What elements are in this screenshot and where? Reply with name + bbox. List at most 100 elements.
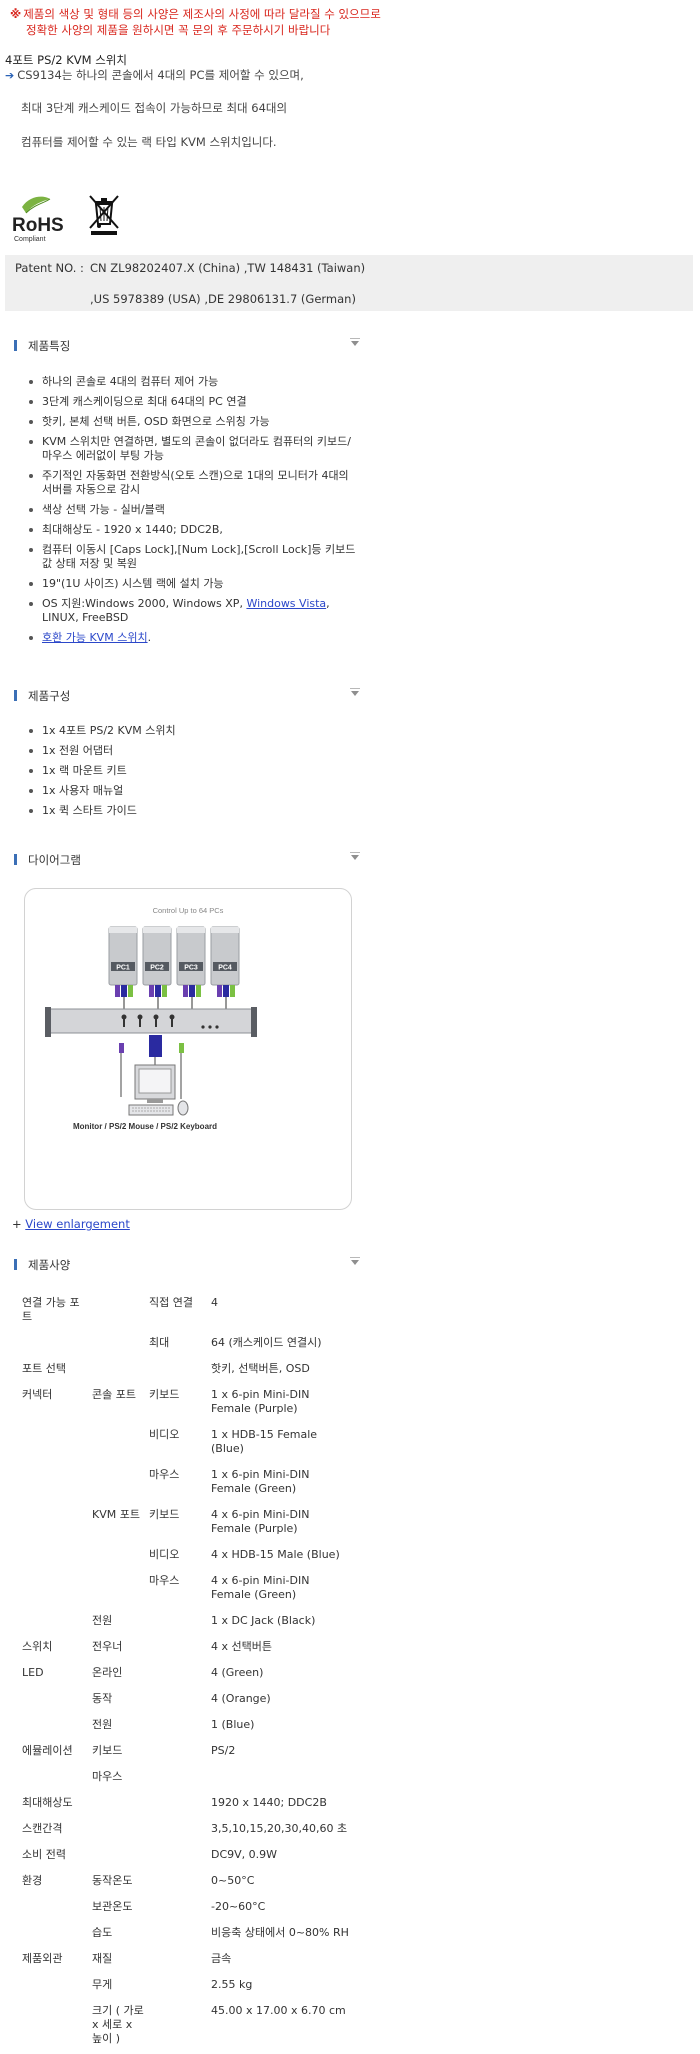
spec-category: 환경 <box>22 1874 43 1887</box>
spec-subcategory: KVM 포트 <box>92 1508 140 1521</box>
patent-line-1: CN ZL98202407.X (China) ,TW 148431 (Taiw… <box>90 261 366 275</box>
spec-item: 직접 연결 <box>149 1296 193 1309</box>
spec-subcategory: 온라인 <box>92 1666 123 1679</box>
features-list: 하나의 콘솔로 4대의 컴퓨터 제어 가능 3단계 캐스케이딩으로 최대 64대… <box>28 375 358 651</box>
spec-category: 제품외관 <box>22 1952 63 1965</box>
collapse-arrow-icon[interactable] <box>350 852 360 860</box>
spec-category <box>20 1611 90 1637</box>
spec-category <box>20 1333 90 1359</box>
view-enlargement-link[interactable]: View enlargement <box>25 1217 130 1231</box>
package-item: 1x 전원 어댑터 <box>28 744 358 758</box>
section-diagram-header[interactable]: 다이어그램 <box>14 852 360 868</box>
rohs-logo: RoHS Compliant <box>12 193 72 243</box>
spec-item <box>147 2001 209 2054</box>
spec-category <box>20 1897 90 1923</box>
collapse-arrow-icon[interactable] <box>350 688 360 696</box>
product-intro: ➔CS9134는 하나의 콘솔에서 4대의 PC를 제어할 수 있으며, 최대 … <box>5 67 304 149</box>
compatible-kvm-link[interactable]: 호환 가능 KVM 스위치 <box>42 631 148 644</box>
spec-item <box>147 1871 209 1897</box>
spec-value: 0~50°C <box>211 1874 255 1887</box>
spec-row: 환경 동작온도 0~50°C <box>20 1871 352 1897</box>
feature-item: 하나의 콘솔로 4대의 컴퓨터 제어 가능 <box>28 375 358 389</box>
feature-compat-suffix: . <box>147 631 152 644</box>
feature-item-os: OS 지원:Windows 2000, Windows XP, Windows … <box>28 597 358 625</box>
spec-value: 4 x 6-pin Mini-DIN Female (Green) <box>211 1574 310 1601</box>
windows-vista-link[interactable]: Windows Vista <box>246 597 327 610</box>
intro-line-1: ➔CS9134는 하나의 콘솔에서 4대의 PC를 제어할 수 있으며, <box>5 67 304 84</box>
spec-item: 비디오 <box>149 1428 180 1441</box>
feature-item: 색상 선택 가능 - 실버/블랙 <box>28 503 358 517</box>
patent-line-2: ,US 5978389 (USA) ,DE 29806131.7 (German… <box>90 292 356 306</box>
collapse-arrow-icon[interactable] <box>350 1257 360 1265</box>
spec-value: 4 (Green) <box>211 1666 264 1679</box>
spec-category: 연결 가능 포트 <box>22 1296 80 1323</box>
collapse-arrow-icon[interactable] <box>350 338 360 346</box>
spec-item: 비디오 <box>149 1548 180 1561</box>
section-specs-header[interactable]: 제품사양 <box>14 1257 360 1273</box>
feature-item: 3단계 캐스케이딩으로 최대 64대의 PC 연결 <box>28 395 358 409</box>
arrow-bullet-icon: ➔ <box>5 69 15 82</box>
section-contents-header[interactable]: 제품구성 <box>14 688 360 704</box>
diagram-top-caption: Control Up to 64 PCs <box>153 906 224 915</box>
spec-category: LED <box>22 1666 44 1679</box>
spec-item <box>147 1741 209 1767</box>
spec-item <box>147 1359 209 1385</box>
feature-os-suffix: , LINUX, FreeBSD <box>42 597 330 624</box>
section-diagram-title: 다이어그램 <box>28 853 81 867</box>
spec-value: 4 <box>211 1296 218 1309</box>
spec-subcategory <box>90 1571 147 1611</box>
section-features-title: 제품특징 <box>28 339 71 353</box>
spec-subcategory <box>90 1333 147 1359</box>
spec-row: 크기 ( 가로 x 세로 x 높이 )45.00 x 17.00 x 6.70 … <box>20 2001 352 2054</box>
spec-subcategory <box>90 1465 147 1505</box>
spec-subcategory <box>90 1793 147 1819</box>
spec-subcategory <box>90 1845 147 1871</box>
monitor-icon <box>134 1064 176 1103</box>
view-enlargement: + View enlargement <box>12 1217 130 1231</box>
package-item: 1x 사용자 매뉴얼 <box>28 784 358 798</box>
spec-item: 키보드 <box>149 1508 180 1521</box>
product-title: 4포트 PS/2 KVM 스위치 <box>5 53 127 67</box>
spec-item <box>147 1845 209 1871</box>
pc-tower-2: PC2 <box>142 926 172 986</box>
spec-row: 연결 가능 포트 직접 연결 4 <box>20 1293 352 1333</box>
keyboard-icon <box>128 1104 174 1116</box>
spec-subcategory: 동작 <box>92 1692 113 1705</box>
pc-label: PC3 <box>184 965 198 972</box>
spec-subcategory <box>90 1293 147 1333</box>
spec-value: 1 x 6-pin Mini-DIN Female (Green) <box>211 1468 310 1495</box>
spec-subcategory: 동작온도 <box>92 1874 133 1887</box>
spec-category: 커넥터 <box>22 1388 53 1401</box>
pc-label: PC4 <box>218 965 232 972</box>
spec-subcategory: 무게 <box>92 1978 113 1991</box>
spec-subcategory: 크기 ( 가로 x 세로 x 높이 ) <box>92 2004 144 2045</box>
spec-category: 에뮬레이션 <box>22 1744 73 1757</box>
spec-value: 1 x HDB-15 Female (Blue) <box>211 1428 318 1455</box>
package-item: 1x 랙 마운트 키트 <box>28 764 358 778</box>
spec-value <box>209 1767 352 1793</box>
spec-value: DC9V, 0.9W <box>211 1848 278 1861</box>
section-marker <box>14 1259 17 1270</box>
spec-item <box>147 1793 209 1819</box>
spec-value: 1 (Blue) <box>211 1718 255 1731</box>
spec-value: 64 (캐스케이드 연결시) <box>211 1336 322 1349</box>
connection-diagram[interactable]: Control Up to 64 PCs PC1 PC2 PC3 PC4 <box>24 888 352 1210</box>
spec-row: LED 온라인 4 (Green) <box>20 1663 352 1689</box>
section-marker <box>14 340 17 351</box>
spec-subcategory: 전원 <box>92 1614 113 1627</box>
section-specs-title: 제품사양 <box>28 1258 71 1272</box>
pc-tower-3: PC3 <box>176 926 206 986</box>
kvm-switch <box>45 1007 257 1037</box>
feature-os-prefix: OS 지원:Windows 2000, Windows XP, <box>42 597 247 610</box>
spec-item: 마우스 <box>149 1468 180 1481</box>
spec-category: 스캔간격 <box>22 1822 63 1835</box>
pc-tower-1: PC1 <box>108 926 138 986</box>
section-features-header[interactable]: 제품특징 <box>14 338 360 354</box>
spec-item: 최대 <box>149 1336 170 1349</box>
diagram-bottom-caption: Monitor / PS/2 Mouse / PS/2 Keyboard <box>73 1122 217 1131</box>
notice-line-1: 제품의 색상 및 형태 등의 사양은 제조사의 사정에 따라 달라질 수 있으므… <box>23 7 381 21</box>
